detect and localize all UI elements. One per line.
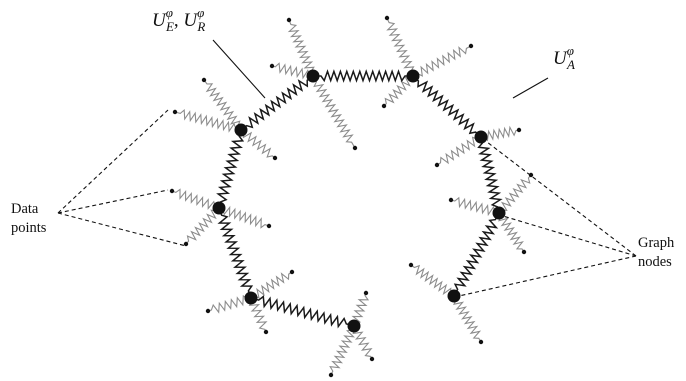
data-spring [453, 295, 482, 343]
graph-spring [313, 69, 413, 83]
data-spring [498, 174, 532, 214]
data-spring [329, 325, 356, 376]
data-point [468, 43, 474, 49]
data-spring [218, 205, 270, 229]
data-spring [352, 325, 373, 360]
data-spring [203, 79, 242, 131]
graph-node [347, 319, 361, 333]
data-spring [351, 292, 370, 327]
data-point [266, 223, 272, 229]
data-spring [498, 212, 525, 253]
data-point [528, 172, 534, 178]
data-springs [171, 17, 532, 376]
graph-node [212, 201, 226, 215]
data-spring [171, 188, 220, 211]
data-spring [480, 125, 520, 142]
data-points-label-line1: Data [11, 201, 39, 217]
data-points-label-line2: points [11, 220, 47, 236]
graph-nodes-leader [458, 255, 637, 297]
data-points-leader [57, 189, 169, 214]
data-spring [174, 108, 242, 133]
data-point [205, 308, 211, 314]
data-spring [436, 136, 482, 166]
data-point [263, 329, 269, 335]
energy-leader-line [212, 39, 266, 99]
graph-spring [412, 75, 482, 138]
data-spring [450, 196, 500, 217]
graph-nodes [212, 69, 506, 333]
data-point [286, 17, 292, 23]
graph-node [474, 130, 488, 144]
data-spring [185, 207, 220, 245]
data-points [169, 15, 534, 378]
area-u: U [553, 48, 568, 69]
data-point [183, 241, 189, 247]
graph-node [234, 123, 248, 137]
energy-sub-r: R [196, 19, 205, 34]
data-spring [386, 17, 415, 77]
data-spring [207, 294, 252, 314]
data-spring [250, 271, 293, 299]
leader-lines [57, 39, 637, 297]
data-point [172, 109, 178, 115]
data-point [272, 155, 278, 161]
graph-node [447, 289, 461, 303]
data-spring [312, 75, 356, 149]
data-point [521, 249, 527, 255]
graph-node [406, 69, 420, 83]
data-point [369, 356, 375, 362]
data-point [269, 63, 275, 69]
data-spring [248, 297, 268, 333]
area-leader-line [512, 77, 549, 99]
data-spring [383, 75, 414, 107]
energy-u1: U [152, 10, 167, 31]
area-sub-a: A [566, 57, 575, 72]
graph-nodes-leader [486, 141, 637, 257]
data-point [384, 15, 390, 21]
graph-spring [240, 75, 314, 131]
data-spring [412, 45, 472, 77]
energy-u2: U [183, 10, 198, 31]
data-points-leader [57, 109, 169, 214]
data-point [352, 145, 358, 151]
data-point [448, 197, 454, 203]
data-point [363, 290, 369, 296]
graph-nodes-leader [502, 215, 637, 257]
graph-spring [216, 129, 245, 209]
data-point [516, 127, 522, 133]
graph-node [244, 291, 258, 305]
data-point [289, 269, 295, 275]
data-spring [240, 129, 276, 159]
data-point [201, 77, 207, 83]
data-spring [410, 264, 455, 297]
graph-node [306, 69, 320, 83]
data-points-leader [57, 212, 187, 247]
data-spring [271, 62, 314, 80]
graph-node [492, 206, 506, 220]
energy-sub-e: E [165, 19, 174, 34]
graph-spring [217, 207, 254, 299]
graph-spring [477, 136, 503, 214]
data-point [328, 372, 334, 378]
data-point [408, 262, 414, 268]
area-phi: φ [567, 43, 574, 58]
graph-spring [453, 212, 500, 297]
data-point [434, 162, 440, 168]
energy-sep: , [174, 10, 184, 31]
data-point [381, 103, 387, 109]
data-point [169, 188, 175, 194]
energy-phi2: φ [197, 5, 204, 20]
graph-nodes-label-line1: Graph [638, 235, 675, 251]
energy-phi1: φ [166, 5, 173, 20]
graph-springs [216, 69, 503, 329]
data-spring [287, 19, 315, 77]
data-point [478, 339, 484, 345]
graph-spring [250, 295, 355, 329]
graph-nodes-label-line2: nodes [638, 254, 672, 270]
